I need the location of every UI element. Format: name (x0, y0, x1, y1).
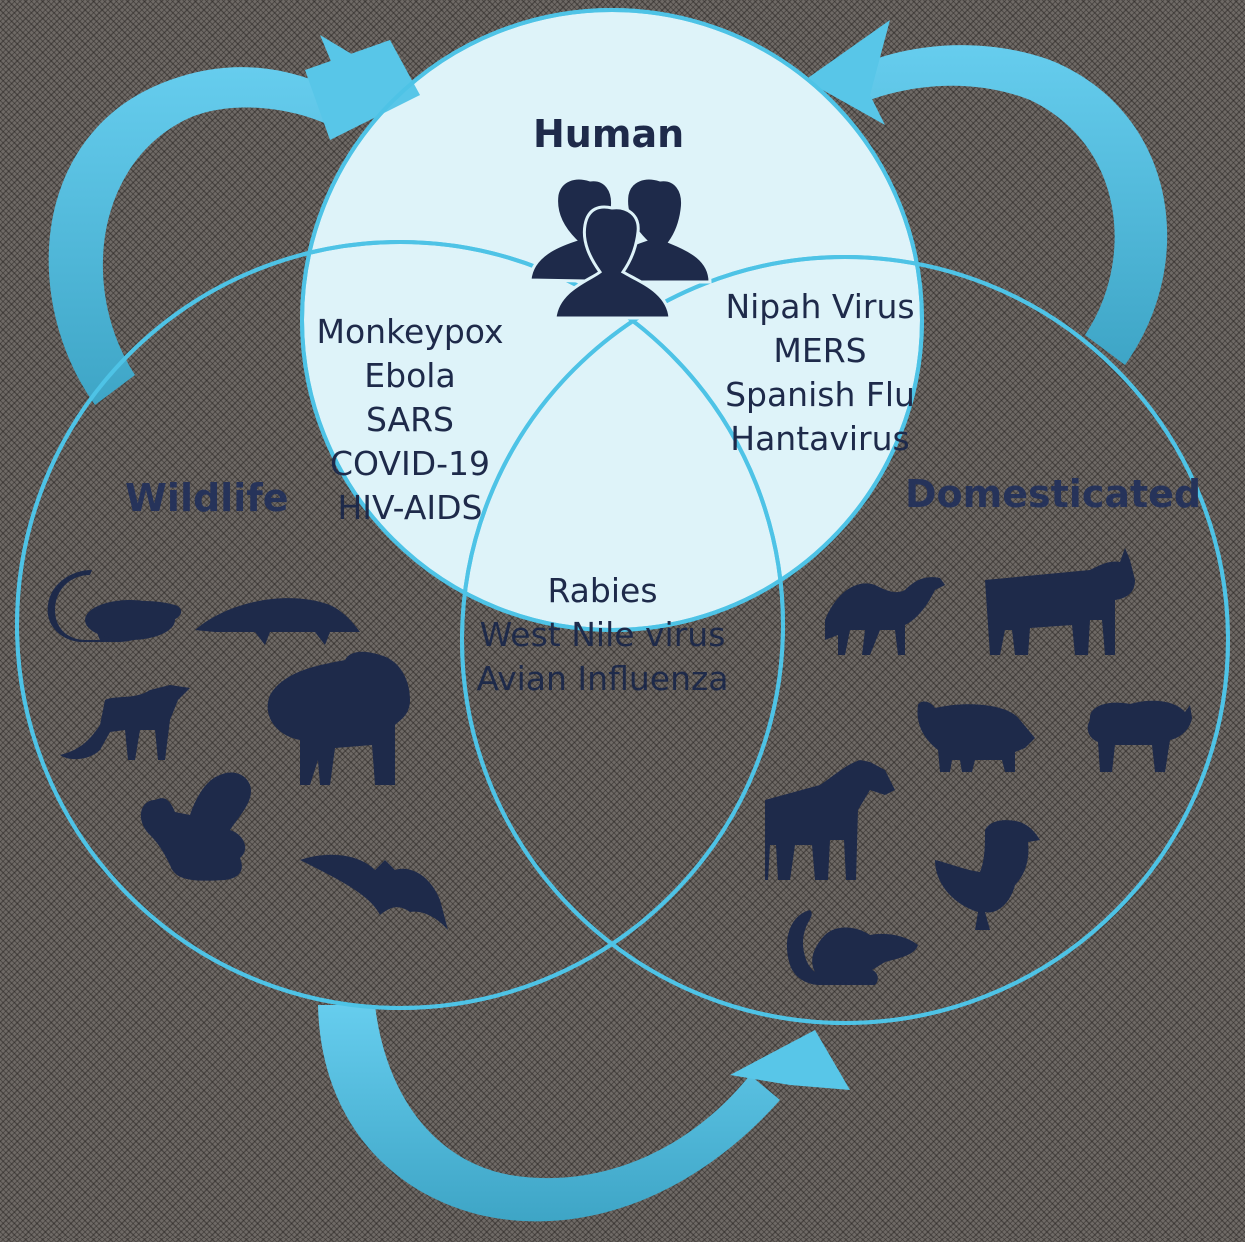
disease-label: West Nile virus (455, 613, 750, 657)
rat-icon (48, 570, 182, 642)
disease-label: SARS (300, 398, 520, 442)
disease-label: Monkeypox (300, 310, 520, 354)
pangolin-icon (195, 598, 360, 645)
disease-label: Rabies (455, 569, 750, 613)
human-domesticated-diseases: Nipah Virus MERS Spanish Flu Hantavirus (710, 285, 930, 461)
cow-icon (985, 548, 1135, 655)
disease-label: Hantavirus (710, 417, 930, 461)
gorilla-icon (268, 652, 410, 785)
wildlife-to-domesticated-arrow (318, 1005, 850, 1221)
bat-icon (300, 855, 448, 930)
disease-label: Avian Influenza (455, 657, 750, 701)
disease-label: Nipah Virus (710, 285, 930, 329)
human-title: Human (533, 112, 684, 156)
duck-icon (935, 820, 1040, 930)
domesticated-title: Domesticated (905, 472, 1201, 516)
disease-label: HIV-AIDS (300, 486, 520, 530)
disease-label: Ebola (300, 354, 520, 398)
camel-icon (825, 577, 945, 655)
domestic-rat-icon (787, 910, 918, 985)
pig-icon (917, 702, 1035, 772)
all-three-diseases: Rabies West Nile virus Avian Influenza (455, 569, 750, 701)
wildlife-title: Wildlife (125, 476, 289, 520)
disease-label: Spanish Flu (710, 373, 930, 417)
horse-icon (765, 760, 895, 880)
monkey-icon (141, 772, 251, 880)
human-wildlife-diseases: Monkeypox Ebola SARS COVID-19 HIV-AIDS (300, 310, 520, 530)
civet-icon (60, 685, 190, 760)
sheep-icon (1088, 701, 1192, 772)
disease-label: COVID-19 (300, 442, 520, 486)
disease-label: MERS (710, 329, 930, 373)
